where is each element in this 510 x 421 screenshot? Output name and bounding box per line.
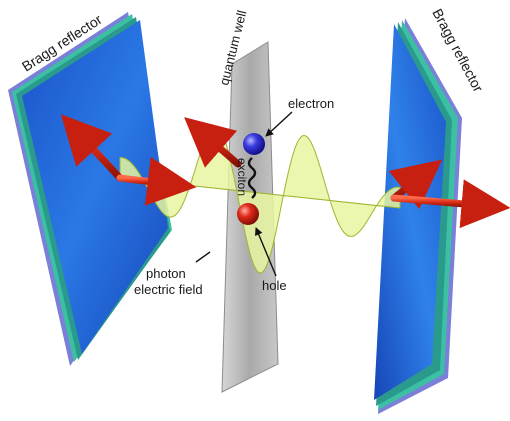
- right-mirror-face: [374, 24, 446, 400]
- label-photon: photon: [146, 266, 186, 281]
- wave-envelope: [119, 125, 401, 274]
- left-bragg-reflector: [8, 12, 172, 366]
- hole-sphere: [237, 203, 259, 225]
- electron-pointer: [265, 111, 293, 137]
- exciton-spring: [247, 157, 257, 199]
- photon-pointer: [195, 251, 211, 263]
- arrow-right-out: [390, 179, 510, 229]
- label-exciton: exciton: [235, 158, 249, 196]
- label-electric-field: electric field: [134, 282, 203, 297]
- arrow-center-up: [184, 117, 242, 168]
- exciton-pair: [237, 133, 265, 225]
- arrow-left-right: [116, 157, 197, 206]
- reflection-arrows: [60, 114, 510, 229]
- arrow-right-up: [388, 159, 443, 210]
- pointer-lines: [195, 111, 293, 277]
- arrow-left-up: [60, 114, 124, 182]
- left-mirror-face: [22, 20, 168, 354]
- label-hole: hole: [262, 278, 287, 293]
- right-bragg-reflector: [374, 18, 462, 414]
- electron-sphere: [243, 133, 265, 155]
- label-electron: electron: [288, 96, 334, 111]
- hole-pointer: [255, 227, 277, 277]
